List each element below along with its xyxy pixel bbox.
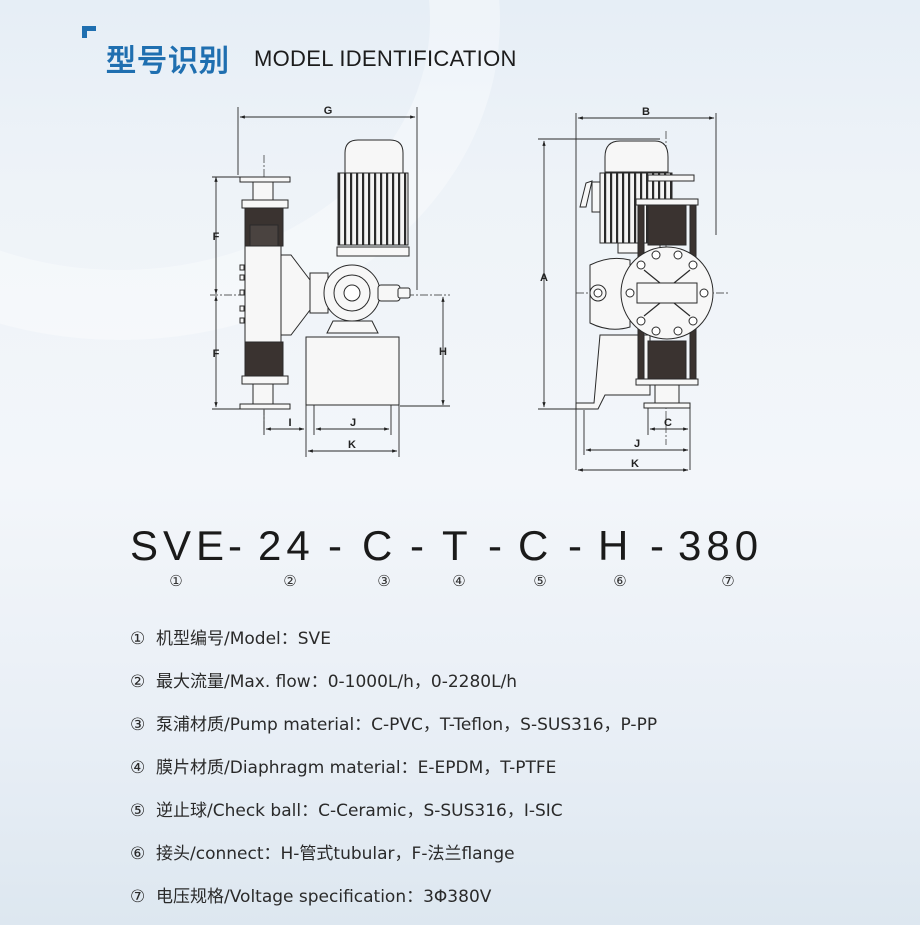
dim-label-g: G	[324, 105, 333, 117]
dim-label-a: A	[540, 272, 548, 284]
spec-index: ④	[130, 758, 146, 778]
spec-item-model: ① 机型编号/Model：SVE	[130, 624, 331, 649]
code-segment-flow: 24	[258, 522, 315, 569]
code-separator: -	[410, 522, 429, 569]
dim-label-k: K	[348, 439, 356, 451]
code-separator: -	[328, 522, 347, 569]
marker-3: ③	[377, 572, 391, 590]
code-separator: -	[488, 522, 507, 569]
spec-index: ⑤	[130, 801, 146, 821]
spec-item-pump-material: ③ 泵浦材质/Pump material：C-PVC，T-Teflon，S-SUS…	[130, 710, 657, 735]
spec-text: 泵浦材质/Pump material：C-PVC，T-Teflon，S-SUS3…	[156, 715, 658, 735]
spec-index: ①	[130, 629, 146, 649]
dim-label-k: K	[631, 458, 639, 470]
front-view-drawing: B A C J K	[538, 106, 730, 472]
model-code: SVE - 24 - C - T - C - H - 380	[130, 522, 780, 572]
spec-item-voltage: ⑦ 电压规格/Voltage specification：3Φ380V	[130, 882, 491, 907]
spec-item-check-ball: ⑤ 逆止球/Check ball：C-Ceramic，S-SUS316，I-SIC	[130, 796, 563, 821]
spec-text: 最大流量/Max. flow：0-1000L/h，0-2280L/h	[156, 672, 518, 692]
dim-label-j: J	[634, 438, 640, 450]
code-separator: -	[228, 522, 247, 569]
spec-item-diaphragm: ④ 膜片材质/Diaphragm material：E-EPDM，T-PTFE	[130, 753, 556, 778]
marker-2: ②	[283, 572, 297, 590]
side-view-drawing: G F F H I J K	[210, 105, 450, 457]
dim-label-i: I	[288, 417, 291, 429]
code-segment-pump-material: C	[362, 522, 398, 569]
code-separator: -	[568, 522, 587, 569]
marker-6: ⑥	[613, 572, 627, 590]
dim-label-f-upper: F	[213, 231, 220, 243]
spec-item-max-flow: ② 最大流量/Max. flow：0-1000L/h，0-2280L/h	[130, 667, 517, 692]
title-english: MODEL IDENTIFICATION	[254, 46, 517, 71]
spec-index: ⑥	[130, 844, 146, 864]
spec-text: 接头/connect：H-管式tubular，F-法兰flange	[156, 844, 515, 864]
spec-index: ⑦	[130, 887, 146, 907]
dim-label-f-lower: F	[213, 348, 220, 360]
marker-4: ④	[452, 572, 466, 590]
dim-label-h: H	[439, 346, 447, 358]
code-segment-check-ball: C	[518, 522, 554, 569]
title-chinese: 型号识别	[106, 44, 230, 79]
dim-label-c: C	[664, 417, 672, 429]
spec-text: 膜片材质/Diaphragm material：E-EPDM，T-PTFE	[156, 758, 557, 778]
spec-index: ③	[130, 715, 146, 735]
dim-label-b: B	[642, 106, 650, 118]
spec-item-connect: ⑥ 接头/connect：H-管式tubular，F-法兰flange	[130, 839, 515, 864]
spec-text: 逆止球/Check ball：C-Ceramic，S-SUS316，I-SIC	[156, 801, 563, 821]
code-segment-diaphragm: T	[442, 522, 473, 569]
spec-text: 机型编号/Model：SVE	[156, 629, 331, 649]
code-segment-voltage: 380	[678, 522, 764, 569]
code-markers: ① ② ③ ④ ⑤ ⑥ ⑦	[0, 572, 920, 594]
marker-1: ①	[169, 572, 183, 590]
code-segment-model: SVE	[130, 522, 230, 569]
dim-label-j: J	[350, 417, 356, 429]
corner-bracket-icon	[82, 26, 96, 38]
spec-text: 电压规格/Voltage specification：3Φ380V	[156, 887, 492, 907]
code-separator: -	[650, 522, 669, 569]
marker-5: ⑤	[533, 572, 547, 590]
spec-index: ②	[130, 672, 146, 692]
marker-7: ⑦	[721, 572, 735, 590]
code-segment-connect: H	[598, 522, 634, 569]
